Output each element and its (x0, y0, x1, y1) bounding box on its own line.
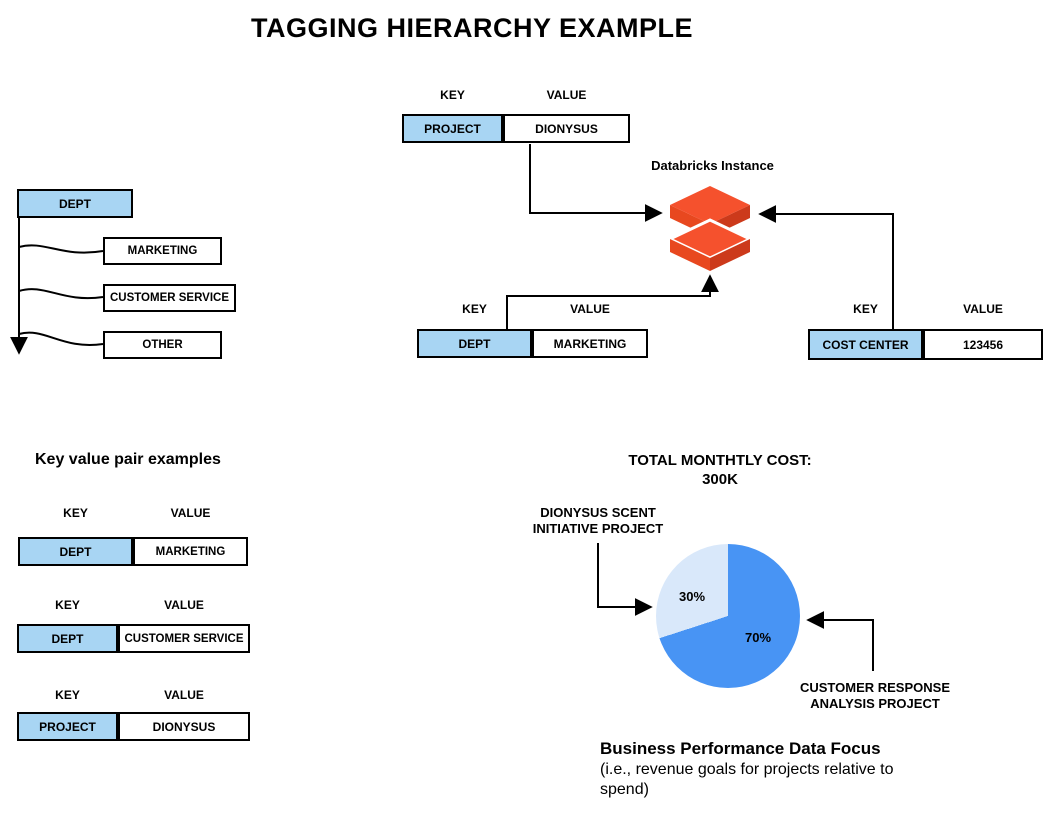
brick-bottom-layer (670, 218, 750, 271)
databricks-instance-label: Databricks Instance (651, 158, 774, 173)
key-header: KEY (63, 506, 88, 520)
tag-cost-value-box: 123456 (923, 329, 1043, 360)
total-cost-line2: 300K (702, 470, 738, 488)
example-pair-3-value-box: DIONYSUS (118, 712, 250, 741)
tag-project-key-box: PROJECT (402, 114, 503, 143)
pie-slice-label-70: 70% (744, 630, 772, 645)
tree-root-box: DEPT (17, 189, 133, 218)
value-header: VALUE (170, 506, 211, 520)
value-header: VALUE (570, 302, 610, 316)
arrow-project-to-instance (529, 144, 663, 222)
tree-branch-customer-service (18, 288, 104, 300)
footnote-title: Business Performance Data Focus (600, 739, 881, 758)
footnote: Business Performance Data Focus (i.e., r… (600, 739, 902, 799)
tag-project-value-box: DIONYSUS (503, 114, 630, 143)
arrow-callout-to-large-slice (806, 611, 874, 671)
key-header: KEY (55, 598, 80, 612)
page-title: TAGGING HIERARCHY EXAMPLE (250, 13, 694, 43)
tag-cost-key-box: COST CENTER (808, 329, 923, 360)
total-cost-line1: TOTAL MONTHTLY COST: (628, 452, 812, 469)
key-header: KEY (462, 302, 487, 316)
example-pair-2-value-box: CUSTOMER SERVICE (118, 624, 250, 653)
tree-branch-marketing (18, 244, 104, 254)
footnote-description: (i.e., revenue goals for projects relati… (600, 761, 894, 798)
example-pair-1-key-box: DEPT (18, 537, 133, 566)
example-pair-3-key-box: PROJECT (17, 712, 118, 741)
pie-slice-label-30: 30% (678, 589, 706, 604)
callout-dionysus-line2: INITIATIVE PROJECT (532, 521, 664, 537)
pie-chart (656, 544, 800, 688)
callout-dionysus-line1: DIONYSUS SCENT (540, 505, 656, 520)
callout-customer-line1: CUSTOMER RESPONSE (799, 680, 950, 695)
key-header: KEY (853, 302, 878, 316)
callout-customer-label: CUSTOMER RESPONSE ANALYSIS PROJECT (775, 680, 975, 713)
tree-child-box-marketing: MARKETING (103, 237, 222, 265)
tree-branch-other (18, 331, 104, 346)
total-cost-title: TOTAL MONTHTLY COST: 300K (620, 452, 820, 490)
example-pair-2-key-box: DEPT (17, 624, 118, 653)
callout-customer-line2: ANALYSIS PROJECT (810, 696, 940, 712)
value-header: VALUE (164, 598, 204, 612)
example-pair-1-value-box: MARKETING (133, 537, 248, 566)
value-header: VALUE (546, 88, 587, 102)
tree-child-box-customer-service: CUSTOMER SERVICE (103, 284, 236, 312)
tag-dept-value-box: MARKETING (532, 329, 648, 358)
key-header: KEY (55, 688, 80, 702)
value-header: VALUE (164, 688, 204, 702)
arrow-callout-to-small-slice (597, 543, 653, 616)
tree-child-box-other: OTHER (103, 331, 222, 359)
databricks-icon (670, 186, 750, 271)
tag-dept-key-box: DEPT (417, 329, 532, 358)
callout-dionysus-label: DIONYSUS SCENT INITIATIVE PROJECT (508, 505, 688, 538)
examples-heading: Key value pair examples (35, 451, 221, 468)
key-header: KEY (440, 88, 465, 102)
value-header: VALUE (963, 302, 1003, 316)
